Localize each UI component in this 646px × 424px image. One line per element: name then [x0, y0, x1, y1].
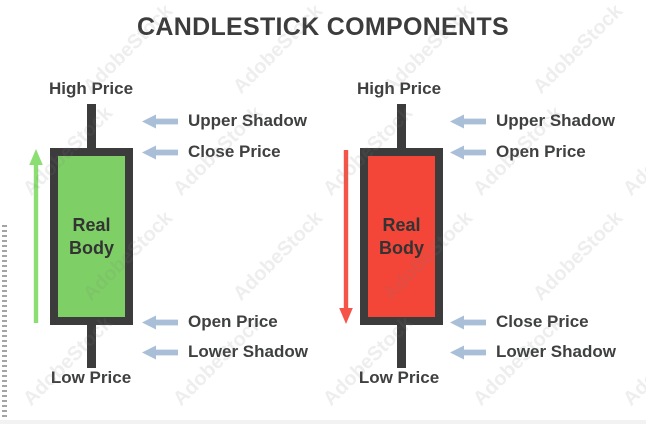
watermark-text: AdobeStock	[618, 102, 646, 201]
left-arrow-icon	[142, 114, 178, 128]
left-arrow-icon	[450, 114, 486, 128]
bullish-real-body-label: Real Body	[69, 215, 114, 258]
watermark-text: AdobeStock	[18, 312, 118, 411]
watermark-text: AdobeStock	[228, 207, 328, 306]
bearish-high-price-label: High Price	[356, 79, 442, 98]
bullish-lower-wick	[87, 323, 96, 368]
bearish-upper-shadow-label: Upper Shadow	[496, 111, 616, 130]
bullish-upper-shadow-annotation: Upper Shadow	[142, 110, 307, 132]
bullish-open-price-label: Open Price	[188, 312, 278, 331]
page-title: CANDLESTICK COMPONENTS	[137, 13, 509, 41]
bullish-open-price-annotation: Open Price	[142, 311, 278, 333]
bearish-open-price-annotation: Open Price	[450, 141, 586, 163]
bearish-down-arrow-icon	[339, 150, 353, 324]
bullish-close-price-label: Close Price	[188, 142, 281, 161]
bearish-lower-shadow-label: Lower Shadow	[496, 342, 616, 361]
left-arrow-icon	[450, 345, 486, 359]
bearish-lower-shadow-annotation: Lower Shadow	[450, 341, 616, 363]
bullish-high-price-label: High Price	[48, 79, 134, 98]
bullish-real-body: Real Body	[50, 148, 133, 325]
bullish-up-arrow-icon	[29, 149, 43, 323]
bullish-upper-shadow-label: Upper Shadow	[188, 111, 308, 130]
bottom-edge-strip	[0, 420, 646, 424]
bullish-low-price-label: Low Price	[50, 368, 132, 387]
bullish-upper-wick	[87, 104, 96, 150]
watermark-text: AdobeStock	[528, 207, 628, 306]
bearish-upper-shadow-annotation: Upper Shadow	[450, 110, 615, 132]
bearish-lower-wick	[397, 323, 406, 368]
bearish-close-price-annotation: Close Price	[450, 311, 589, 333]
left-arrow-icon	[450, 145, 486, 159]
left-arrow-icon	[142, 315, 178, 329]
bearish-close-price-label: Close Price	[496, 312, 589, 331]
left-arrow-icon	[450, 315, 486, 329]
left-arrow-icon	[142, 145, 178, 159]
bullish-close-price-annotation: Close Price	[142, 141, 281, 163]
bearish-low-price-label: Low Price	[358, 368, 440, 387]
watermark-text: AdobeStock	[618, 312, 646, 411]
bearish-real-body: Real Body	[360, 148, 443, 325]
bullish-lower-shadow-label: Lower Shadow	[188, 342, 308, 361]
left-edge-credit	[2, 225, 7, 421]
bearish-real-body-label: Real Body	[379, 215, 424, 258]
bullish-lower-shadow-annotation: Lower Shadow	[142, 341, 308, 363]
bearish-open-price-label: Open Price	[496, 142, 586, 161]
bearish-upper-wick	[397, 104, 406, 150]
left-arrow-icon	[142, 345, 178, 359]
